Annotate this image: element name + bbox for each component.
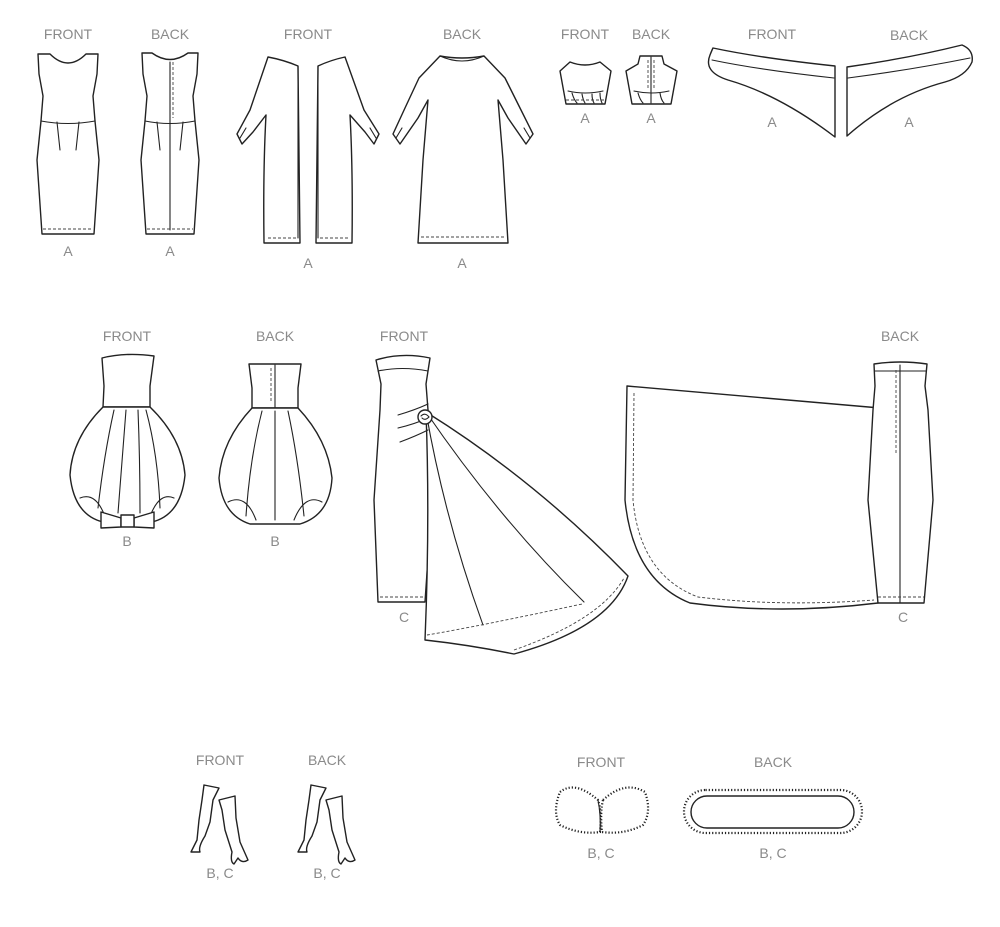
- view-label: BACK: [754, 754, 793, 770]
- coat-a-front: FRONT A: [236, 26, 380, 271]
- view-code: B: [270, 533, 279, 549]
- view-code: A: [165, 243, 175, 259]
- view-label: BACK: [632, 26, 671, 42]
- wrap-a-front: FRONT A: [707, 26, 836, 138]
- dress-a-back: BACK A: [140, 26, 200, 259]
- bubble-b-front: FRONT B: [69, 328, 186, 549]
- view-code: A: [580, 110, 590, 126]
- view-code: B, C: [313, 865, 340, 881]
- view-code: A: [63, 243, 73, 259]
- view-code: B: [122, 533, 131, 549]
- stole-front: FRONT B, C: [554, 754, 650, 861]
- view-code: A: [303, 255, 313, 271]
- bubble-b-back: BACK B: [218, 328, 333, 549]
- view-label: BACK: [881, 328, 920, 344]
- view-label: BACK: [443, 26, 482, 42]
- gown-c-front: FRONT C: [373, 328, 629, 655]
- gloves-back: BACK B, C: [297, 752, 356, 881]
- coat-a-back: BACK A: [392, 26, 534, 271]
- view-label: FRONT: [748, 26, 797, 42]
- view-code: A: [646, 110, 656, 126]
- view-label: FRONT: [284, 26, 333, 42]
- view-label: FRONT: [44, 26, 93, 42]
- view-code: A: [767, 114, 777, 130]
- view-code: B, C: [759, 845, 786, 861]
- wrap-a-back: BACK A: [846, 27, 973, 137]
- view-label: FRONT: [103, 328, 152, 344]
- bodice-a-front: FRONT A: [559, 26, 612, 126]
- view-code: C: [399, 609, 409, 625]
- view-label: FRONT: [196, 752, 245, 768]
- view-label: BACK: [256, 328, 295, 344]
- view-label: FRONT: [561, 26, 610, 42]
- view-label: BACK: [308, 752, 347, 768]
- view-label: FRONT: [380, 328, 429, 344]
- view-label: BACK: [151, 26, 190, 42]
- view-code: A: [457, 255, 467, 271]
- view-code: B, C: [587, 845, 614, 861]
- dress-a-front: FRONT A: [36, 26, 100, 259]
- stole-back: BACK B, C: [682, 754, 864, 861]
- bodice-a-back: BACK A: [625, 26, 678, 126]
- view-code: B, C: [206, 865, 233, 881]
- gloves-front: FRONT B, C: [190, 752, 249, 881]
- view-code: A: [904, 114, 914, 130]
- gown-c-back: BACK C: [624, 328, 934, 625]
- view-label: FRONT: [577, 754, 626, 770]
- view-label: BACK: [890, 27, 929, 43]
- view-code: C: [898, 609, 908, 625]
